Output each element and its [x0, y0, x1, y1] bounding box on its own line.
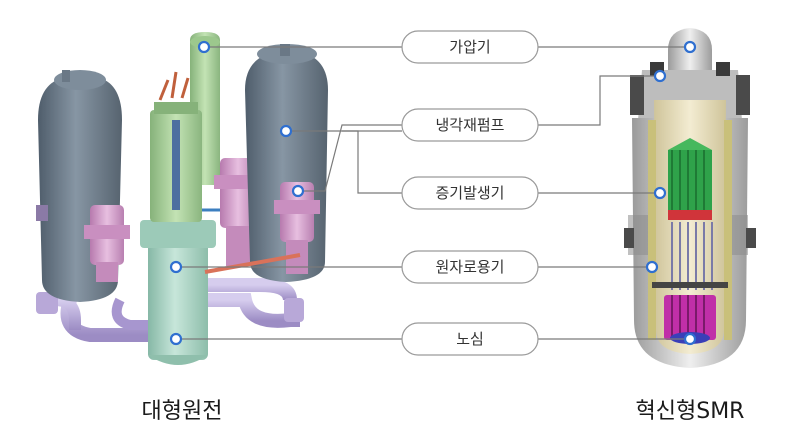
line-sg-left: [342, 130, 402, 194]
pill-reactor-vessel: 원자로용기: [401, 250, 539, 284]
marker-core-smr: [683, 332, 697, 346]
reactor-vessel-body: [140, 71, 216, 365]
marker-vessel-large: [169, 260, 183, 274]
caption-smr: 혁신형SMR: [636, 399, 745, 424]
marker-core-large: [169, 332, 183, 346]
pill-core: 노심: [401, 322, 539, 356]
marker-pump-large: [291, 184, 305, 198]
line-pump-left-b: [298, 124, 402, 192]
smr-steam-generator-tubes: [668, 138, 712, 220]
caption-large-reactor: 대형원전: [142, 399, 223, 424]
label-reactor-vessel: 원자로용기: [435, 258, 504, 276]
marker-pump-smr: [653, 69, 667, 83]
marker-vessel-smr: [645, 260, 659, 274]
markers: [169, 40, 697, 346]
label-core: 노심: [456, 330, 484, 348]
marker-sg-large: [279, 124, 293, 138]
label-steam-generator: 증기발생기: [435, 184, 504, 202]
large-reactor-illustration: [36, 32, 328, 365]
label-coolant-pump: 냉각재펌프: [435, 116, 504, 134]
marker-pressurizer-large: [197, 40, 211, 54]
pill-pressurizer: 가압기: [401, 30, 539, 64]
line-pump-right: [538, 75, 660, 126]
marker-pressurizer-smr: [683, 40, 697, 54]
connector-lines: [176, 46, 690, 340]
label-pressurizer: 가압기: [449, 38, 490, 56]
label-pills: 가압기 냉각재펌프 증기발생기 원자로용기 노심: [401, 30, 539, 356]
hot-leg-pipe: [204, 253, 301, 274]
marker-sg-smr: [653, 186, 667, 200]
smr-illustration: [624, 28, 756, 368]
pill-coolant-pump: 냉각재펌프: [401, 108, 539, 142]
left-coolant-pump: [84, 205, 130, 282]
pill-steam-generator: 증기발생기: [401, 176, 539, 210]
